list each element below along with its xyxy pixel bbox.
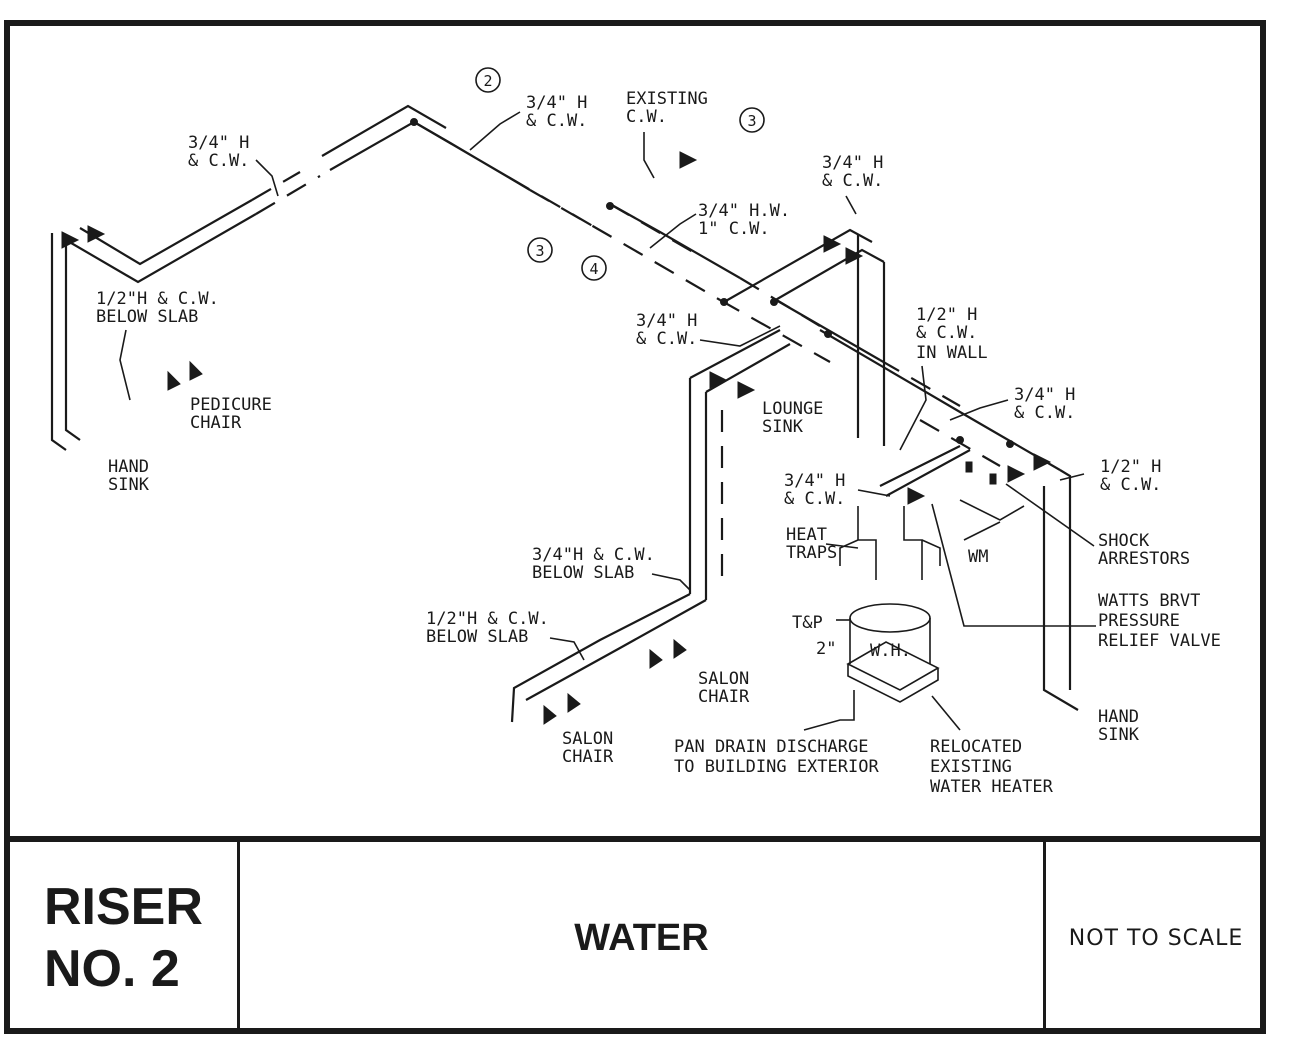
valve-icon <box>1033 453 1052 471</box>
label-pedicure-chair: PEDICURE CHAIR <box>190 395 282 433</box>
label-tp: T&P <box>792 613 823 633</box>
label-wm: WM <box>968 547 988 567</box>
label-lounge-sink: LOUNGE SINK <box>762 399 834 437</box>
pipe-hw-cw-run <box>609 203 741 279</box>
riser-label: RISER <box>44 878 203 936</box>
label-salon-chair-upper: SALON CHAIR <box>698 669 759 707</box>
scale-cell: NOT TO SCALE <box>1046 842 1266 1034</box>
label-hand-sink-left: HAND SINK <box>108 457 159 495</box>
label-relocated: RELOCATED EXISTING WATER HEATER <box>930 737 1054 797</box>
pipe-right-upper <box>723 228 885 303</box>
title-block: RISER NO. 2 WATER NOT TO SCALE <box>4 836 1266 1034</box>
pipe-top-rise <box>321 104 453 171</box>
callout-circle <box>475 67 501 93</box>
pipe-right-riser <box>856 234 886 446</box>
valves <box>61 118 1052 725</box>
valve-icon <box>845 247 864 265</box>
pipe-left-riser <box>50 233 81 451</box>
callout-circle <box>739 107 765 133</box>
junction-dot <box>770 298 778 306</box>
label-in-wall: 1/2" H & C.W. IN WALL <box>916 305 988 363</box>
junction-dot <box>956 436 964 444</box>
label-heat-traps: HEAT TRAPS <box>786 525 837 563</box>
pipe-top-run-dashed <box>509 177 721 301</box>
pipe-mid-riser <box>688 378 708 600</box>
water-heater-body <box>849 618 931 664</box>
label-below-slab-left: 1/2"H & C.W. BELOW SLAB <box>96 289 229 327</box>
shock-arrestor-icon <box>989 473 997 485</box>
label-below-slab-low: 1/2"H & C.W. BELOW SLAB <box>426 609 559 647</box>
title-cell: WATER <box>240 842 1046 1034</box>
label-pipe-left-top: 3/4" H & C.W. <box>188 133 260 171</box>
valve-icon <box>1007 465 1026 483</box>
callout-circle <box>581 255 607 281</box>
callout-3b: 3 <box>535 242 544 260</box>
valve-icon <box>737 381 756 399</box>
water-heater-top <box>849 603 931 633</box>
callout-4: 4 <box>589 260 598 278</box>
pipe-below-slab <box>510 593 707 723</box>
valve-icon <box>673 638 687 659</box>
pipe-mid-branch <box>689 329 791 393</box>
junction-dot <box>1006 440 1014 448</box>
label-shock-arrestors: SHOCK ARRESTORS <box>1098 531 1190 569</box>
callout-3a: 3 <box>747 112 756 130</box>
label-pipe-right-top: 3/4" H & C.W. <box>822 153 894 191</box>
callouts: 2 3 3 4 <box>475 67 765 281</box>
label-salon-chair-lower: SALON CHAIR <box>562 729 623 767</box>
label-pipe-mid: 3/4" H & C.W. <box>636 311 708 349</box>
riser-number: NO. 2 <box>44 940 180 998</box>
wm-box <box>959 499 1025 541</box>
pipe-mid-dashed <box>719 277 831 363</box>
drawing-frame <box>4 20 1266 1034</box>
scale-note: NOT TO SCALE <box>1068 925 1244 951</box>
pipe-wh-feed <box>879 445 971 497</box>
valve-icon <box>189 360 203 381</box>
sheet-title: WATER <box>574 916 709 959</box>
leader-lines <box>119 111 1096 731</box>
callout-circle <box>527 237 553 263</box>
label-pipe-wh: 3/4" H & C.W. <box>784 471 856 509</box>
label-watts: WATTS BRVT PRESSURE RELIEF VALVE <box>1098 591 1221 651</box>
piping <box>50 104 1079 731</box>
pipe-left-run <box>65 199 257 284</box>
valve-icon <box>679 151 698 169</box>
valve-icon <box>567 692 581 713</box>
pipe-right-far <box>1042 469 1079 711</box>
label-wh: W.H. <box>870 641 911 661</box>
valve-icon <box>649 648 663 669</box>
heat-traps-shape <box>839 506 941 580</box>
label-pipe-right-mid: 3/4" H & C.W. <box>1014 385 1086 423</box>
valve-icon <box>823 235 842 253</box>
labels: 3/4" H & C.W. 3/4" H & C.W. EXISTING C.W… <box>96 89 1221 797</box>
pan-drain-leader <box>803 690 855 731</box>
riser-number-cell: RISER NO. 2 <box>4 842 240 1034</box>
shock-arrestor-icon <box>965 461 973 473</box>
label-pipe-hw-cw: 3/4" H.W. 1" C.W. <box>698 201 800 239</box>
junction-dot <box>410 118 418 126</box>
valve-icon <box>87 225 106 243</box>
label-hand-sink-right: HAND SINK <box>1098 707 1149 745</box>
label-existing-cw: EXISTING C.W. <box>626 89 718 127</box>
valve-icon <box>61 231 80 249</box>
label-pan-drain: PAN DRAIN DISCHARGE TO BUILDING EXTERIOR <box>674 737 879 777</box>
junction-dot <box>606 202 614 210</box>
valve-icon <box>167 370 181 391</box>
valve-icon <box>543 704 557 725</box>
pipe-left-run-dashed <box>251 171 321 215</box>
junction-dot <box>824 330 832 338</box>
valve-icon <box>907 487 926 505</box>
valve-icon <box>709 371 728 389</box>
label-pipe-top-mid: 3/4" H & C.W. <box>526 93 598 131</box>
label-pipe-half-right: 1/2" H & C.W. <box>1100 457 1172 495</box>
junction-dot <box>720 298 728 306</box>
water-heater-pan <box>846 641 940 703</box>
label-two-inch: 2" <box>816 639 836 659</box>
label-below-slab-mid: 3/4"H & C.W. BELOW SLAB <box>532 545 665 583</box>
callout-2: 2 <box>483 72 492 90</box>
